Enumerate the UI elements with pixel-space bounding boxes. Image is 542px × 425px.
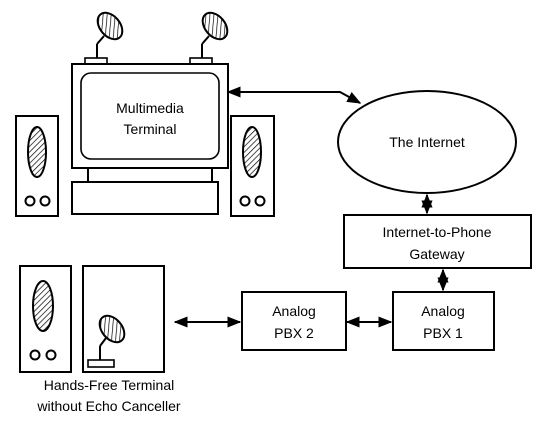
handsfree-label-line2: without Echo Canceller	[36, 398, 181, 414]
pbx1-label-line1: Analog	[421, 303, 465, 319]
microphone-icon	[189, 11, 229, 65]
speaker-icon	[15, 115, 59, 217]
terminal-label-line1: Multimedia	[116, 100, 184, 116]
gateway-label-line1: Internet-to-Phone	[383, 224, 492, 240]
monitor-icon	[71, 63, 229, 215]
connector-terminal-internet	[226, 86, 362, 104]
internet-cloud	[337, 90, 517, 194]
internet-label: The Internet	[389, 134, 465, 150]
pbx2-label-line2: PBX 2	[274, 325, 314, 341]
microphone-icon	[84, 11, 124, 65]
pbx1-label-line2: PBX 1	[423, 325, 463, 341]
hands-free-terminal-icon	[19, 265, 165, 373]
speaker-icon	[230, 115, 275, 217]
gateway-label-line2: Gateway	[409, 246, 464, 262]
pbx1-box	[392, 291, 495, 351]
handsfree-label-line1: Hands-Free Terminal	[44, 377, 174, 393]
terminal-label-line2: Terminal	[124, 121, 177, 137]
pbx2-box	[241, 291, 347, 351]
gateway-box	[343, 214, 532, 269]
pbx2-label-line1: Analog	[272, 303, 316, 319]
